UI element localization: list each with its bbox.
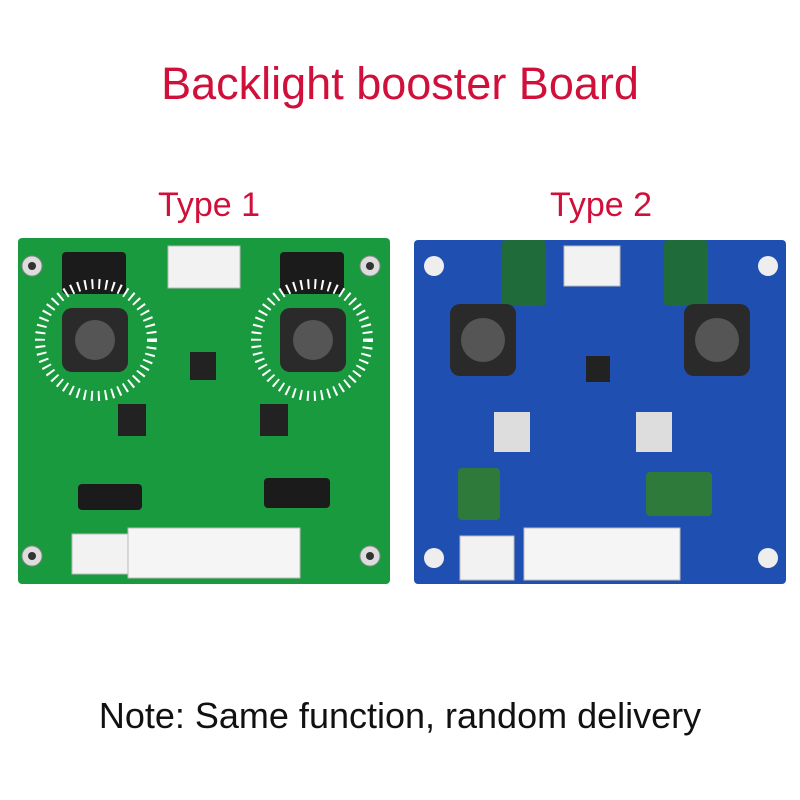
type-2-board-image [414, 240, 786, 584]
type-1-label: Type 1 [158, 186, 261, 224]
page-title: Backlight booster Board [161, 58, 639, 109]
type-1-board-image [18, 238, 390, 584]
note-text: Note: Same function, random delivery [98, 695, 702, 736]
type-2-label: Type 2 [550, 186, 653, 224]
